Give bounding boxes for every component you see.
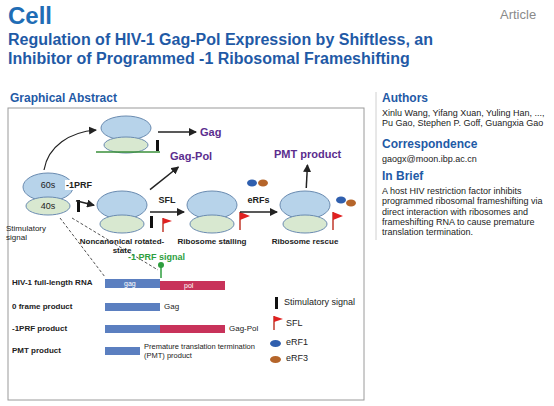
title: Regulation of HIV-1 Gag-Pol Expression b…	[8, 30, 448, 68]
edge-label: -1PRF	[65, 180, 93, 190]
connector-arrow	[76, 201, 94, 205]
gag-product-bar	[105, 303, 160, 311]
legend-sfl-icon	[274, 316, 283, 330]
stimulatory-signal	[150, 216, 153, 228]
ribosome-shape	[186, 190, 238, 234]
legend-text: eRF1	[286, 337, 308, 347]
legend-swatch	[270, 356, 281, 363]
product-note: Premature translation termination (PMT) …	[144, 343, 259, 360]
state-label: Noncanonical rotated-state	[77, 237, 167, 255]
row-label: 0 frame product	[12, 302, 104, 311]
section-heading: Graphical Abstract	[10, 92, 117, 106]
gene-label: gag	[124, 279, 136, 288]
row-label: PMT product	[12, 346, 104, 355]
subunit-label: 40s	[22, 201, 74, 211]
erf3-oval	[258, 180, 268, 187]
state-label: Ribosome stalling	[167, 237, 257, 246]
connector-arrow	[306, 165, 307, 188]
connector-arrow	[240, 211, 277, 213]
article-type: Article	[500, 8, 536, 23]
pmt-product-bar	[105, 347, 140, 355]
sfl-flag	[240, 212, 250, 230]
legend-swatch	[270, 340, 281, 347]
sfl-flag	[333, 212, 343, 230]
ribosome: Noncanonical rotated-state	[96, 190, 148, 234]
product-node: Gag-Pol	[168, 148, 215, 165]
sfl-flag	[163, 218, 172, 232]
column-rule	[376, 92, 377, 240]
arrow-to-0-frame	[44, 130, 96, 170]
ribosome-shape	[279, 190, 331, 234]
product-label: Gag	[164, 302, 179, 311]
erf1-oval	[247, 180, 257, 187]
row-label: HIV-1 full-length RNA	[12, 278, 104, 287]
state-label: Ribosome rescue	[260, 237, 350, 246]
ribosome: 60s40s	[22, 172, 74, 216]
dashed-guide	[60, 218, 105, 277]
erf1-oval	[336, 197, 346, 204]
ribosome: Ribosome stalling	[186, 190, 238, 234]
journal-logo: Cell	[8, 2, 52, 30]
ribosome-0-frame	[96, 116, 160, 153]
signal-label: -1 PRF signal	[128, 252, 185, 262]
section-heading: In Brief	[382, 170, 423, 184]
email: gaogx@moon.ibp.ac.cn	[382, 154, 477, 164]
product-label: Gag-Pol	[168, 148, 215, 165]
abstract-frame	[8, 108, 364, 400]
gagpol-product-bar	[105, 325, 160, 333]
ribosome: Ribosome rescue	[279, 190, 331, 234]
ribosome-shape	[96, 190, 148, 234]
legend-stimulatory-icon	[275, 297, 278, 309]
legend-text: eRF3	[286, 353, 308, 363]
prf-signal-marker	[158, 262, 164, 278]
connector-arrow	[150, 211, 184, 213]
author-list: Xinlu Wang, Yifang Xuan, Yuling Han, ...…	[382, 108, 547, 129]
product-label: PMT product	[272, 146, 344, 163]
arrow-to-gag	[158, 131, 196, 133]
edge-label: SFL	[158, 195, 177, 205]
legend-text: Stimulatory signal	[284, 297, 355, 307]
erf3-oval	[346, 200, 356, 207]
in-brief-text: A host HIV restriction factor inhibits p…	[382, 186, 547, 238]
legend-text: SFL	[286, 318, 303, 328]
gagpol-product-bar	[160, 325, 225, 333]
gene-label: pol	[184, 281, 193, 290]
section-heading: Correspondence	[382, 138, 477, 152]
gag-bar	[105, 279, 160, 288]
section-heading: Authors	[382, 92, 428, 106]
signal-label: Stimulatory signal	[6, 224, 54, 242]
product-label: Gag-Pol	[229, 324, 258, 333]
pol-bar	[160, 281, 225, 290]
edge-label: eRFs	[246, 195, 270, 205]
product-node: PMT product	[272, 146, 344, 163]
connector-arrow	[150, 167, 178, 190]
product-label: Gag	[200, 126, 221, 139]
row-label: -1PRF product	[12, 324, 104, 333]
